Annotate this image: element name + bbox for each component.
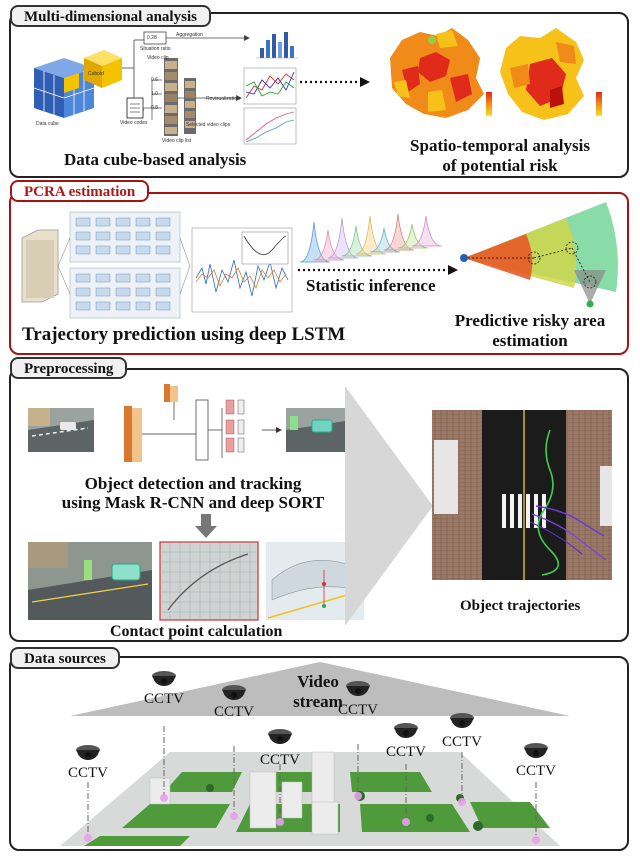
multidim-right-caption-1: Spatio-temporal analysis — [410, 136, 590, 155]
cuboid-icon — [84, 50, 122, 88]
camera-1 — [76, 745, 100, 760]
big-chevron — [345, 386, 433, 626]
contact-caption: Contact point calculation — [110, 623, 283, 640]
revisualization-charts — [243, 67, 297, 145]
lstm-grid-bottom — [69, 267, 181, 319]
video-clip-strips — [164, 58, 196, 136]
prediction-plot — [191, 227, 293, 313]
aggregation-barchart — [256, 32, 298, 59]
pcra-right-caption-2: estimation — [492, 331, 568, 350]
pcra-left-caption: Trajectory prediction using deep LSTM — [22, 324, 346, 345]
dotted-arrow-2 — [298, 265, 458, 275]
camera-8 — [524, 743, 548, 758]
selected-video-clips-label: Selected video clips — [186, 122, 231, 128]
video-stream-label-2: stream — [293, 692, 343, 711]
multidim-tab: Multi-dimensional analysis — [10, 5, 211, 27]
camera-3 — [222, 685, 246, 700]
contact-point-images — [28, 541, 365, 621]
risk-maps — [390, 28, 602, 120]
datasources-tab: Data sources — [10, 647, 120, 669]
down-arrow — [195, 514, 217, 538]
lstm-grid-top — [69, 211, 181, 263]
cuboid-label: Cuboid — [88, 71, 104, 77]
cctv-cameras — [76, 671, 548, 844]
cctv-label-5: CCTV — [338, 702, 379, 718]
pcra-tab: PCRA estimation — [10, 180, 150, 202]
cctv-label-2: CCTV — [144, 691, 185, 707]
risk-area-fan — [460, 202, 618, 308]
multidim-left-caption: Data cube-based analysis — [64, 150, 247, 169]
distribution-peaks — [299, 213, 443, 263]
multidim-right-caption-2: of potential risk — [442, 156, 558, 175]
cctv-label-1: CCTV — [68, 765, 109, 781]
cctv-label-3: CCTV — [214, 704, 255, 720]
cctv-label-4: CCTV — [260, 752, 301, 768]
preprocessing-tab: Preprocessing — [10, 357, 128, 379]
revisualization-label: Revisualization — [206, 96, 240, 102]
video-code-value-1: 0.6 — [151, 77, 158, 83]
cctv-label-7: CCTV — [442, 734, 483, 750]
preprocessing-caption-1: Object detection and tracking — [84, 474, 302, 493]
pcra-middle-caption: Statistic inference — [306, 276, 436, 295]
pcra-right-caption-1: Predictive risky area — [454, 311, 606, 330]
video-codes-label: Video codes — [120, 120, 148, 126]
risk-map-1 — [390, 28, 484, 118]
situation-ratio-label: Situation ratio — [140, 46, 171, 52]
lstm-diagram — [21, 211, 293, 319]
camera-6 — [394, 723, 418, 738]
video-clip-list-label: Video clip list — [162, 138, 192, 144]
cctv-label-6: CCTV — [386, 744, 427, 760]
preprocessing-caption-2: using Mask R-CNN and deep SORT — [61, 493, 325, 512]
camera-5 — [346, 681, 370, 696]
video-code-value-2: 1.0 — [151, 91, 158, 97]
trajectory-caption: Object trajectories — [460, 598, 581, 614]
video-code-value-3: 0.8 — [151, 105, 158, 111]
video-clip-label: Video clip — [147, 55, 169, 61]
detection-pipeline — [28, 384, 352, 462]
aggregation-label: Aggregation — [176, 32, 203, 38]
trajectory-image — [432, 410, 612, 580]
video-stream-triangle — [70, 662, 570, 716]
camera-7 — [450, 713, 474, 728]
video-stream-label-1: Video — [297, 672, 339, 691]
data-cube-label: Data cube — [36, 121, 59, 127]
camera-2 — [152, 671, 176, 686]
camera-4 — [268, 729, 292, 744]
city-ground — [60, 751, 560, 846]
data-cube-diagram — [33, 31, 298, 145]
risk-map-2 — [500, 28, 584, 120]
situation-value: 0.28 — [147, 35, 157, 41]
cctv-label-8: CCTV — [516, 763, 557, 779]
dotted-arrow-1 — [300, 77, 370, 87]
